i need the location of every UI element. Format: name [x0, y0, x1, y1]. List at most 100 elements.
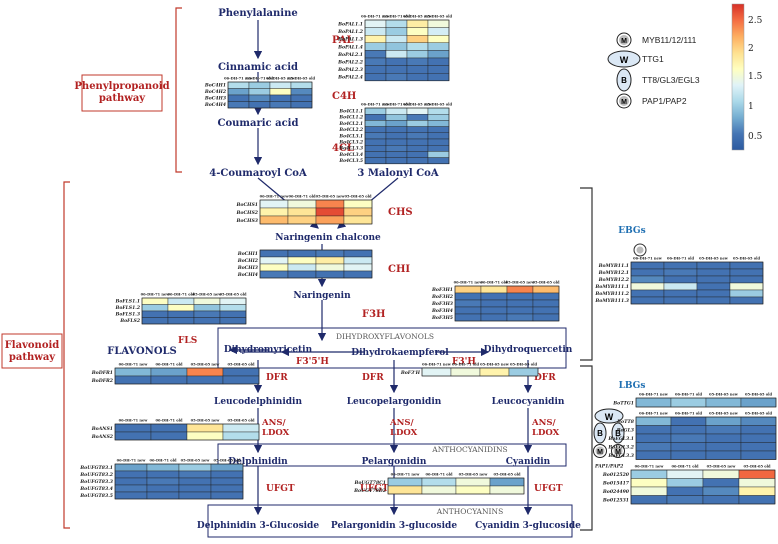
- heatmap-cell: [705, 425, 742, 435]
- heatmap-row-label: BoPAL1.1: [337, 21, 363, 27]
- heatmap-cell: [630, 282, 665, 291]
- heatmap-cell: [427, 57, 450, 66]
- compound-pelargonidin: Pelargonidin: [362, 457, 427, 467]
- enzyme-chi: CHI: [388, 264, 410, 275]
- heatmap-cell: [364, 35, 387, 44]
- heatmap-cell: [630, 296, 665, 305]
- heatmap-row-label: BoTT8: [616, 419, 635, 425]
- heatmap-cell: [222, 375, 260, 385]
- heatmap-cell: [480, 285, 508, 294]
- heatmap-cell: [315, 270, 345, 279]
- heatmap-cell: [219, 297, 247, 305]
- heatmap-cell: [287, 207, 317, 217]
- heatmap-col-label: 06-DH-71 new: [361, 15, 391, 19]
- heatmap-cell: [421, 477, 457, 487]
- heatmap-cell: [315, 249, 345, 258]
- heatmap-cell: [508, 367, 539, 377]
- heatmap-cell: [227, 94, 250, 102]
- heatmap-cell: [385, 19, 408, 28]
- heatmap-cell: [141, 310, 169, 318]
- enzyme-ufgt-2: UFGT: [360, 484, 389, 494]
- heatmap-cell: [114, 491, 148, 500]
- heatmap-row-label: BoPAL2.3: [337, 67, 364, 73]
- svg-text:M: M: [615, 449, 621, 456]
- heatmap-cell: [364, 126, 387, 133]
- heatmap-row-label: BoEGL3.2: [607, 445, 634, 451]
- heatmap-cell: [670, 416, 707, 426]
- heatmap-cell: [427, 107, 450, 115]
- heatmap-cell: [364, 65, 387, 74]
- heatmap-cell: [114, 431, 152, 441]
- heatmap-cell: [702, 486, 740, 496]
- heatmap-cell: [635, 397, 672, 408]
- heatmap-cell: [635, 433, 672, 443]
- compound-leucocyanidin: Leucocyanidin: [492, 397, 565, 407]
- heatmap-cell: [630, 495, 668, 505]
- colorbar-tick-label: 0.5: [748, 132, 763, 142]
- svg-text:M: M: [597, 449, 603, 456]
- heatmap-cell: [193, 297, 221, 305]
- heatmap-cell: [670, 450, 707, 460]
- heatmap-cell: [454, 292, 482, 301]
- heatmap-cell: [193, 304, 221, 312]
- heatmap-row-label: BoDFR2: [91, 378, 113, 384]
- legend-myb-label: MYB11/12/111: [642, 35, 697, 45]
- heatmap-cell: [146, 484, 180, 493]
- enzyme-ans-3: ANS/LDOX: [531, 418, 560, 438]
- enzyme-fls: FLS: [178, 336, 197, 346]
- heatmap-cell: [454, 299, 482, 308]
- heatmap-cell: [178, 463, 212, 472]
- heatmap-cell: [385, 107, 408, 115]
- heatmap-cell: [705, 450, 742, 460]
- heatmap-cell: [385, 27, 408, 36]
- heatmap-cell: [696, 261, 731, 270]
- heatmap-cell: [114, 477, 148, 486]
- colorbar-tick-label: 2.5: [748, 16, 763, 26]
- heatmap-cell: [696, 282, 731, 291]
- heatmap-cell: [210, 491, 244, 500]
- heatmap-row-label: BoF3H5: [431, 315, 453, 321]
- heatmap-col-label: 05-DH-65 new: [191, 419, 221, 423]
- flavonoid-bracket: [63, 181, 70, 529]
- heatmap-cell: [696, 296, 731, 305]
- heatmap-cell: [269, 94, 292, 102]
- heatmap-cell: [269, 81, 292, 89]
- heatmap-cell: [210, 470, 244, 479]
- heatmap-cell: [729, 296, 764, 305]
- heatmap-cell: [315, 207, 345, 217]
- heatmap-cell: [287, 199, 317, 209]
- heatmap-cell: [114, 367, 152, 377]
- heatmap-cell: [343, 207, 373, 217]
- heatmap-cell: [385, 57, 408, 66]
- enzyme-f35h: F3'5'H: [296, 357, 329, 367]
- legend-myb-symbol: M: [616, 32, 632, 48]
- heatmap-row-label: BoF3H4: [431, 308, 453, 314]
- heatmap-cell: [427, 27, 450, 36]
- heatmap-cell: [738, 469, 776, 479]
- heatmap-cell: [290, 94, 313, 102]
- heatmap-cell: [364, 27, 387, 36]
- enzyme-dfr-3: DFR: [534, 373, 556, 383]
- heatmap-cell: [287, 256, 317, 265]
- heatmap-cell: [635, 425, 672, 435]
- heatmap-row-label: BoFLS1.1: [115, 299, 141, 305]
- heatmap-cell: [454, 285, 482, 294]
- heatmap-cell: [705, 442, 742, 452]
- heatmap-cell: [670, 397, 707, 408]
- heatmap-cell: [193, 310, 221, 318]
- heatmap-row-label: Bo4CL3.2: [338, 140, 363, 145]
- heatmap-cell: [248, 81, 271, 89]
- heatmap-col-label: 06-DH-71 new: [633, 257, 663, 261]
- heatmap-cell: [114, 463, 148, 472]
- colorbar-ticks: 2.521.510.5: [748, 16, 763, 142]
- heatmap-cell: [364, 157, 387, 165]
- heatmap-cell: [740, 442, 777, 452]
- heatmap-cell: [141, 297, 169, 305]
- heatmap-col-label: 05-DH-65 new: [181, 459, 211, 463]
- heatmap-cell: [150, 423, 188, 433]
- heatmap-cell: [315, 256, 345, 265]
- heatmap-col-label: 06-DH-71 old: [246, 77, 274, 81]
